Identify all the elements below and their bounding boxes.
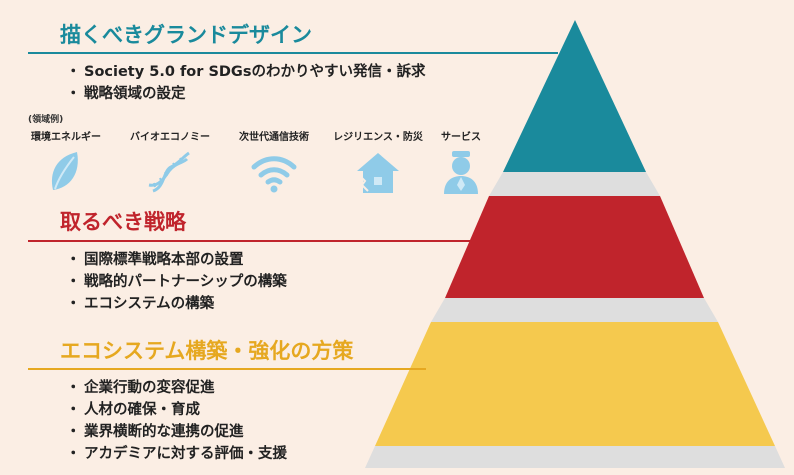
list-item: エコシステムの構築 [66, 293, 287, 315]
domain-label: レジリエンス・防災 [333, 132, 423, 143]
domain-service: サービス [424, 128, 498, 195]
section-title-ecosystem: エコシステム構築・強化の方策 [60, 339, 354, 363]
domain-environment-energy: 環境エネルギー [14, 128, 118, 195]
pyramid-tier-middle [445, 196, 704, 298]
domain-label: サービス [441, 132, 481, 143]
section-rule-grand-design [28, 52, 558, 54]
list-item: 国際標準戦略本部の設置 [66, 249, 287, 271]
list-item: 業界横断的な連携の促進 [66, 421, 287, 443]
list-item: 戦略領域の設定 [66, 83, 425, 105]
list-item: 企業行動の変容促進 [66, 377, 287, 399]
dna-icon [148, 151, 190, 193]
list-item: 人材の確保・育成 [66, 399, 287, 421]
leaf-icon [51, 152, 78, 190]
pyramid-tier-bottom [375, 322, 775, 446]
domain-label: 次世代通信技術 [239, 132, 309, 143]
pyramid-band-bottom [365, 446, 785, 468]
domain-resilience-disaster: レジリエンス・防災 [319, 128, 437, 195]
disaster-house-icon [357, 153, 399, 193]
strategy-bullets: 国際標準戦略本部の設置 戦略的パートナーシップの構築 エコシステムの構築 [66, 249, 287, 315]
domain-label: 環境エネルギー [31, 132, 101, 143]
pyramid-tier-top [503, 20, 646, 172]
domain-next-gen-communication: 次世代通信技術 [222, 128, 326, 195]
domain-label: バイオエコノミー [130, 132, 210, 143]
pyramid-band-top [489, 172, 660, 196]
grand-design-bullets: Society 5.0 for SDGsのわかりやすい発信・訴求 戦略領域の設定 [66, 61, 425, 105]
service-person-icon [444, 151, 478, 194]
wifi-icon [251, 156, 297, 193]
domains-caption: (領域例) [28, 115, 64, 125]
list-item: Society 5.0 for SDGsのわかりやすい発信・訴求 [66, 61, 425, 83]
domain-bioeconomy: バイオエコノミー [118, 128, 222, 195]
section-rule-ecosystem [28, 368, 426, 370]
pyramid-band-middle [431, 298, 718, 322]
list-item: 戦略的パートナーシップの構築 [66, 271, 287, 293]
list-item: アカデミアに対する評価・支援 [66, 443, 287, 465]
section-rule-strategy [28, 240, 498, 242]
section-title-strategy: 取るべき戦略 [60, 210, 186, 234]
ecosystem-bullets: 企業行動の変容促進 人材の確保・育成 業界横断的な連携の促進 アカデミアに対する… [66, 377, 287, 465]
section-title-grand-design: 描くべきグランドデザイン [60, 23, 312, 47]
